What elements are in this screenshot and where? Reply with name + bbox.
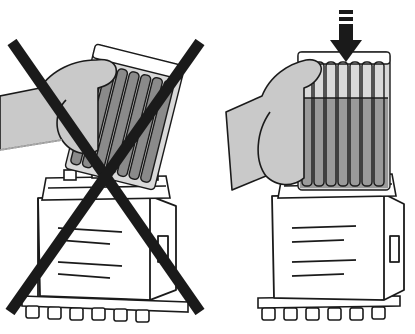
base-tray [22, 296, 188, 322]
reservoir-box [272, 194, 404, 300]
panel-correct [226, 10, 404, 320]
panel-incorrect [0, 42, 200, 322]
